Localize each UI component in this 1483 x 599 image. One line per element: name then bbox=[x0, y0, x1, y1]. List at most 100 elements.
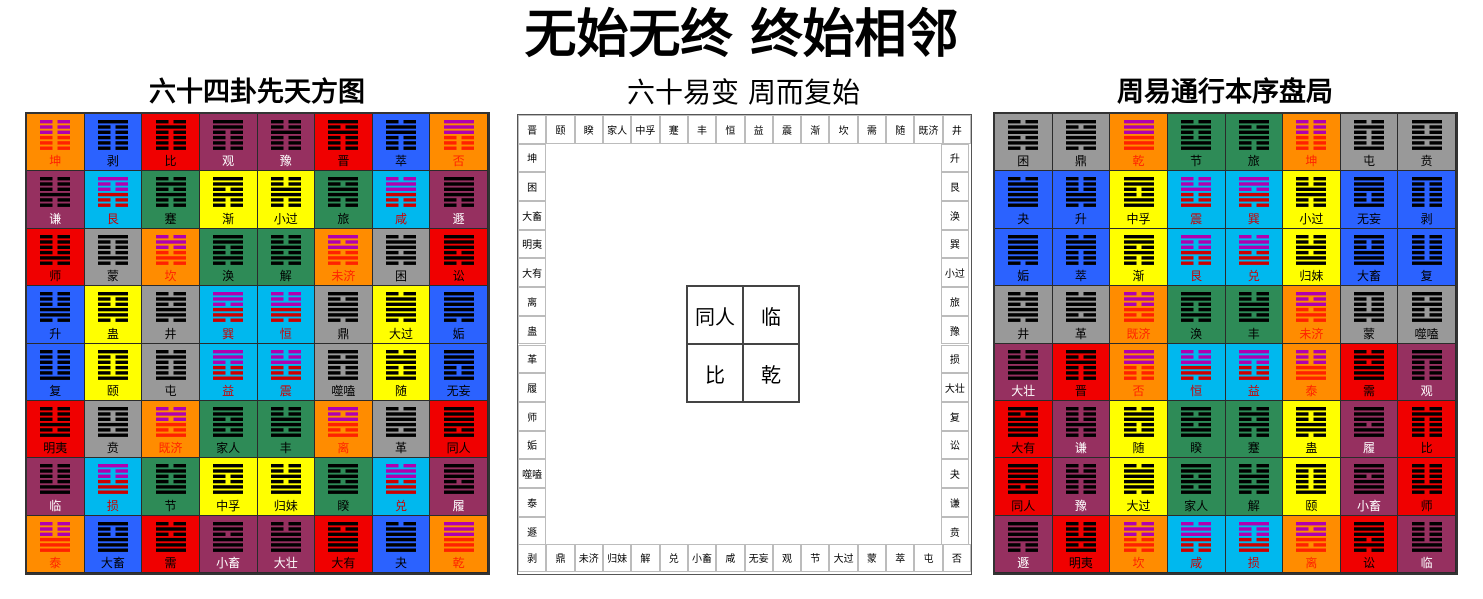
hexagram-icon bbox=[1411, 234, 1442, 265]
hexagram-icon bbox=[1238, 464, 1269, 495]
hexagram-label: 泰 bbox=[49, 556, 62, 570]
ring-cell: 萃 bbox=[886, 543, 915, 572]
hexagram-cell: 益 bbox=[199, 343, 258, 401]
hexagram-icon bbox=[386, 464, 417, 495]
hexagram-icon bbox=[328, 406, 359, 437]
hexagram-icon bbox=[40, 464, 71, 495]
hexagram-icon bbox=[40, 234, 71, 265]
hexagram-label: 离 bbox=[1305, 556, 1318, 570]
hexagram-icon bbox=[155, 234, 186, 265]
hexagram-icon bbox=[386, 120, 417, 150]
hexagram-icon bbox=[40, 521, 71, 552]
hexagram-icon bbox=[1181, 234, 1212, 265]
hexagram-icon bbox=[213, 177, 244, 208]
hexagram-icon bbox=[1065, 234, 1096, 265]
hexagram-label: 渐 bbox=[222, 211, 235, 226]
hexagram-cell: 贲 bbox=[84, 400, 143, 459]
hexagram-label: 恒 bbox=[279, 326, 292, 341]
hexagram-cell: 泰 bbox=[1283, 343, 1341, 401]
hexagram-icon bbox=[1296, 120, 1327, 150]
hexagram-icon bbox=[1411, 177, 1442, 208]
hexagram-icon bbox=[1238, 292, 1269, 323]
hexagram-icon bbox=[1065, 349, 1096, 380]
hexagram-cell: 夬 bbox=[995, 171, 1053, 229]
hexagram-icon bbox=[1123, 234, 1154, 265]
ring-cell: 师 bbox=[518, 401, 547, 431]
hexagram-icon bbox=[1123, 406, 1154, 437]
hexagram-label: 革 bbox=[395, 441, 408, 456]
hexagram-icon bbox=[1123, 292, 1154, 323]
hexagram-cell: 屯 bbox=[142, 343, 200, 401]
ring-cell: 恒 bbox=[716, 115, 745, 144]
hexagram-icon bbox=[1354, 292, 1385, 323]
hexagram-cell: 震 bbox=[257, 343, 316, 401]
hexagram-cell: 旅 bbox=[1225, 114, 1284, 172]
ring-cell: 泰 bbox=[518, 488, 547, 517]
hexagram-icon bbox=[270, 292, 301, 323]
hexagram-label: 损 bbox=[106, 498, 119, 513]
hexagram-cell: 困 bbox=[372, 228, 431, 287]
hexagram-label: 随 bbox=[395, 383, 408, 398]
hexagram-cell: 大壮 bbox=[257, 515, 316, 573]
hexagram-label: 履 bbox=[1363, 441, 1376, 456]
hexagram-cell: 师 bbox=[1398, 458, 1456, 516]
hexagram-label: 震 bbox=[279, 383, 292, 398]
hexagram-label: 兑 bbox=[1247, 269, 1260, 284]
ring-cell: 井 bbox=[942, 115, 971, 144]
hexagram-icon bbox=[1181, 177, 1212, 208]
hexagram-label: 未济 bbox=[1299, 326, 1324, 341]
hexagram-cell: 艮 bbox=[1167, 228, 1226, 287]
hexagram-icon bbox=[386, 406, 417, 437]
hexagram-icon bbox=[97, 521, 128, 552]
hexagram-label: 剥 bbox=[106, 154, 119, 169]
hexagram-cell: 未济 bbox=[315, 228, 373, 287]
ring-cell: 否 bbox=[942, 543, 971, 572]
center-cell-tongren: 同人 bbox=[687, 286, 743, 344]
hexagram-cell: 涣 bbox=[1167, 286, 1226, 344]
hexagram-icon bbox=[40, 120, 71, 150]
ring-cell: 震 bbox=[772, 115, 802, 144]
hexagram-cell: 离 bbox=[315, 400, 373, 459]
hexagram-icon bbox=[155, 120, 186, 150]
hexagram-label: 坤 bbox=[1305, 154, 1318, 169]
hexagram-icon bbox=[386, 521, 417, 552]
hexagram-icon bbox=[1008, 177, 1039, 208]
hexagram-label: 归妹 bbox=[1299, 269, 1324, 284]
hexagram-icon bbox=[1354, 349, 1385, 380]
hexagram-label: 复 bbox=[49, 383, 62, 398]
hexagram-cell: 恒 bbox=[257, 286, 316, 344]
hexagram-label: 颐 bbox=[106, 383, 119, 398]
hexagram-icon bbox=[213, 292, 244, 323]
hexagram-cell: 否 bbox=[430, 114, 488, 172]
hexagram-label: 萃 bbox=[1074, 269, 1087, 284]
hexagram-icon bbox=[1065, 406, 1096, 437]
hexagram-label: 随 bbox=[1132, 441, 1145, 456]
hexagram-icon bbox=[328, 464, 359, 495]
hexagram-cell: 乾 bbox=[1110, 114, 1168, 172]
hexagram-label: 否 bbox=[452, 154, 465, 169]
hexagram-icon bbox=[1238, 521, 1269, 552]
hexagram-cell: 渐 bbox=[1110, 228, 1168, 287]
ring-cell: 复 bbox=[940, 401, 969, 431]
hexagram-label: 井 bbox=[1017, 326, 1030, 341]
hexagram-cell: 坤 bbox=[1283, 114, 1341, 172]
hexagram-cell: 姤 bbox=[430, 286, 488, 344]
hexagram-cell: 遯 bbox=[430, 171, 488, 229]
hexagram-label: 鼎 bbox=[337, 326, 350, 341]
hexagram-label: 夬 bbox=[1017, 211, 1030, 226]
hexagram-cell: 鼎 bbox=[1052, 114, 1111, 172]
hexagram-cell: 谦 bbox=[1052, 400, 1111, 459]
transformation-ring: 晋颐睽家人中孚蹇丰恒益震渐坎需随既济井剥鼎未济归妹解兑小畜咸无妄观节大过蒙萃屯否… bbox=[517, 114, 972, 575]
ring-cell: 鼎 bbox=[546, 543, 575, 572]
ring-cell: 大壮 bbox=[940, 373, 969, 402]
hexagram-label: 遯 bbox=[452, 211, 465, 226]
hexagram-icon bbox=[1065, 177, 1096, 208]
hexagram-cell: 涣 bbox=[199, 228, 258, 287]
hexagram-label: 晋 bbox=[337, 154, 350, 169]
hexagram-label: 艮 bbox=[1190, 269, 1203, 284]
hexagram-label: 巽 bbox=[1247, 211, 1260, 226]
ring-cell: 坤 bbox=[518, 143, 547, 173]
hexagram-cell: 蛊 bbox=[1283, 400, 1341, 459]
hexagram-icon bbox=[328, 349, 359, 380]
hexagram-cell: 睽 bbox=[315, 458, 373, 516]
